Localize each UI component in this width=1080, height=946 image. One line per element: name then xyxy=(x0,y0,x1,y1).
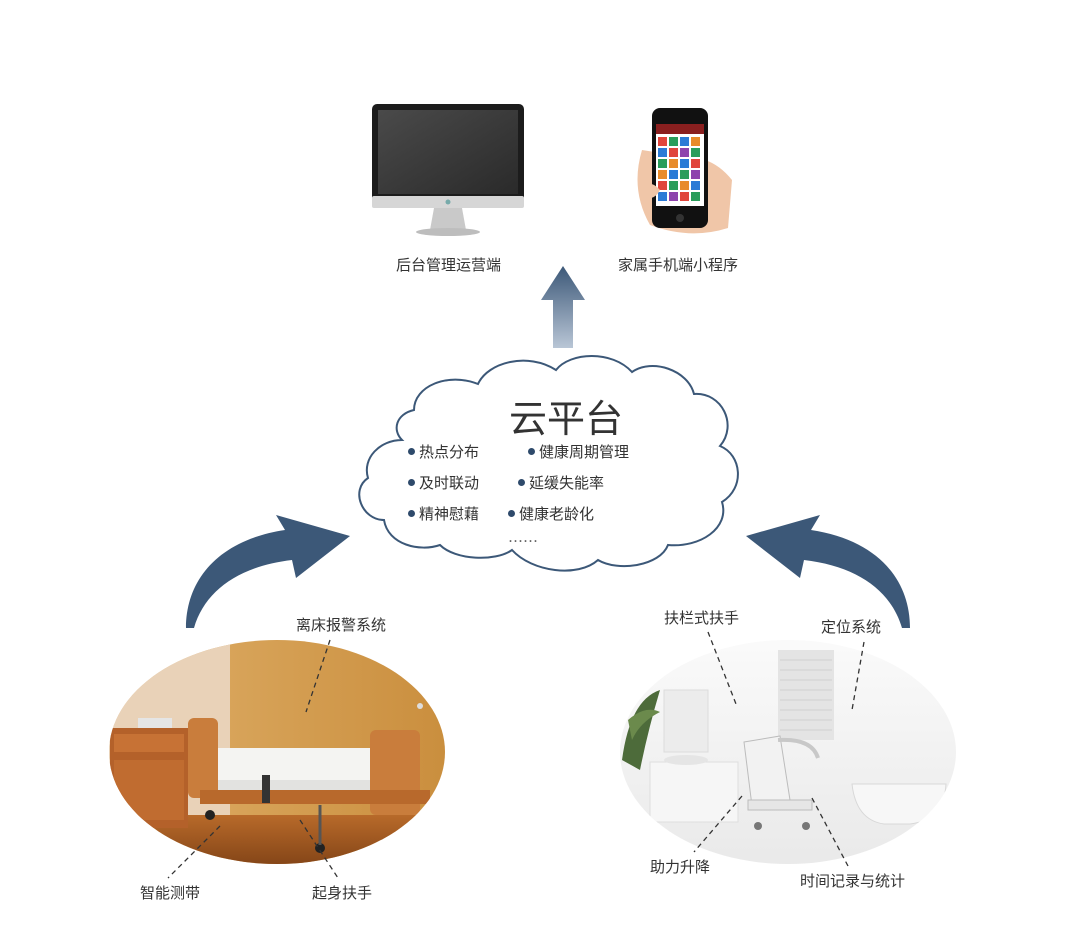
feature-item: 健康老龄化 xyxy=(508,503,594,524)
bed-alarm-label: 离床报警系统 xyxy=(296,616,387,634)
feature-ellipsis: …… xyxy=(508,528,538,546)
bullet-icon xyxy=(408,510,415,517)
feature-item: 热点分布 xyxy=(408,441,479,462)
bathroom-photo xyxy=(620,640,956,864)
phone-icon xyxy=(637,108,732,234)
feature-item: 精神慰藉 xyxy=(408,503,479,524)
bullet-icon xyxy=(508,510,515,517)
assist-lift-label: 助力升降 xyxy=(650,858,711,876)
grab-bar-label: 扶栏式扶手 xyxy=(664,609,740,627)
bullet-icon xyxy=(528,448,535,455)
feature-item: 延缓失能率 xyxy=(518,472,604,493)
bullet-icon xyxy=(408,448,415,455)
smart-sensor-label: 智能测带 xyxy=(140,884,201,902)
cloud-shape xyxy=(358,355,739,572)
right-curved-arrow xyxy=(746,515,910,628)
rise-rail-label: 起身扶手 xyxy=(312,884,373,902)
monitor-icon xyxy=(372,104,524,236)
phone-label: 家属手机端小程序 xyxy=(618,256,739,274)
positioning-label: 定位系统 xyxy=(821,618,882,636)
time-record-label: 时间记录与统计 xyxy=(800,872,906,890)
bullet-icon xyxy=(518,479,525,486)
feature-item: 健康周期管理 xyxy=(528,441,629,462)
left-curved-arrow xyxy=(186,515,350,628)
monitor-label: 后台管理运营端 xyxy=(396,256,502,274)
bullet-icon xyxy=(408,479,415,486)
bedroom-photo xyxy=(109,640,445,864)
up-arrow xyxy=(541,266,585,348)
cloud-title: 云平台 xyxy=(509,397,624,441)
feature-item: 及时联动 xyxy=(408,472,479,493)
leader-lines xyxy=(167,631,865,879)
